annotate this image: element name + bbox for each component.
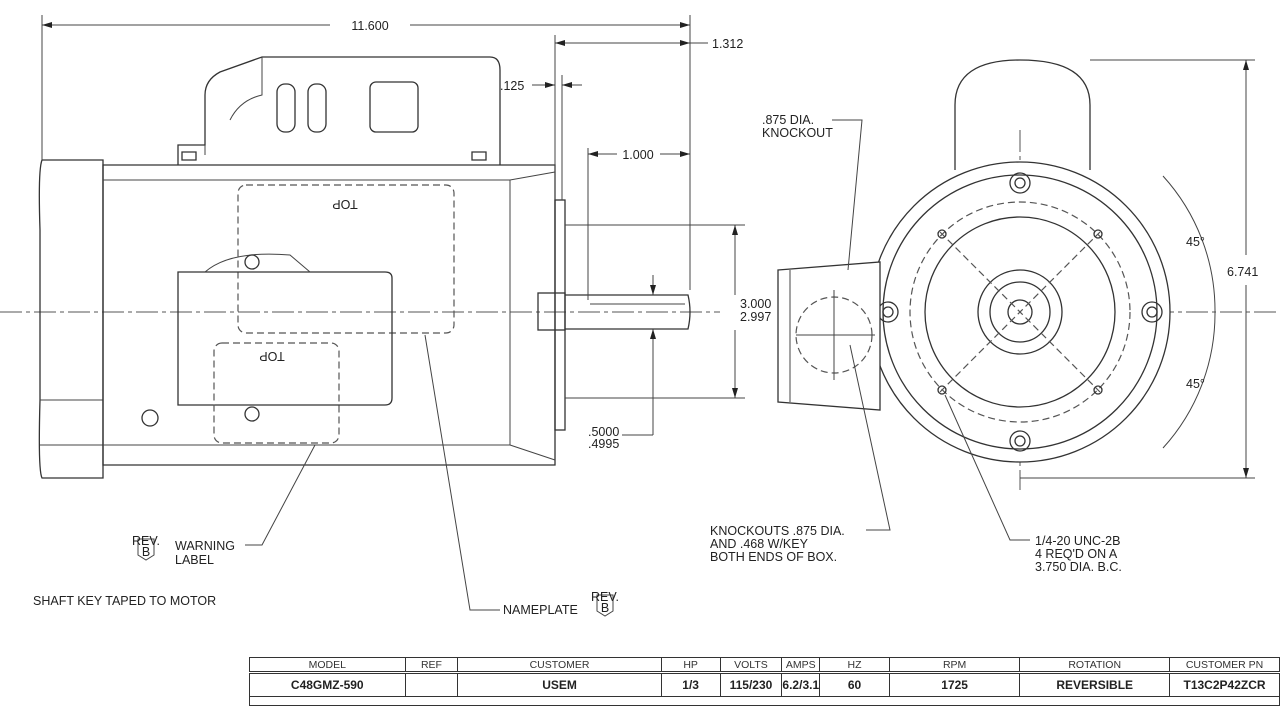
dim-pilot-max: 3.000 bbox=[740, 297, 771, 311]
front-dimensions: 6.741 45° 45° .875 DIA. KNOCKOUT KNOCKOU… bbox=[710, 59, 1258, 574]
spec-table: MODEL REF CUSTOMER HP VOLTS AMPS HZ RPM … bbox=[249, 657, 1280, 706]
header-volts: VOLTS bbox=[719, 657, 783, 674]
header-model: MODEL bbox=[249, 657, 406, 674]
spec-partial-row bbox=[249, 696, 1280, 706]
header-rotation: ROTATION bbox=[1019, 657, 1171, 674]
dim-angle-top: 45° bbox=[1186, 235, 1205, 249]
dim-key-length: 1.000 bbox=[622, 148, 653, 162]
value-rpm: 1725 bbox=[888, 672, 1021, 697]
front-view bbox=[777, 59, 1280, 490]
rev-badge-icon bbox=[137, 538, 155, 561]
dim-shoulder: .125 bbox=[500, 79, 524, 93]
knockouts-note-1: KNOCKOUTS .875 DIA. bbox=[710, 524, 845, 538]
dim-angle-bottom: 45° bbox=[1186, 377, 1205, 391]
shaft-key-note: SHAFT KEY TAPED TO MOTOR bbox=[33, 594, 216, 608]
warning-label-2: LABEL bbox=[175, 553, 214, 567]
side-view: TOP TOP bbox=[0, 56, 720, 479]
value-hz: 60 bbox=[819, 672, 890, 697]
knockouts-note-2: AND .468 W/KEY bbox=[710, 537, 809, 551]
value-volts: 115/230 bbox=[719, 672, 783, 697]
rev-tag: REV. bbox=[132, 534, 160, 548]
dim-pilot-min: 2.997 bbox=[740, 310, 771, 324]
rev-letter: B bbox=[601, 601, 609, 615]
value-model: C48GMZ-590 bbox=[249, 672, 406, 697]
header-customer-pn: CUSTOMER PN bbox=[1169, 657, 1280, 674]
header-amps: AMPS bbox=[781, 657, 821, 674]
bolt-note-1: 1/4-20 UNC-2B bbox=[1035, 534, 1120, 548]
rev-badge-icon bbox=[596, 594, 614, 617]
warning-label-1: WARNING bbox=[175, 539, 235, 553]
pilot-dimension-labels: 3.000 2.997 bbox=[740, 297, 771, 324]
knockout-label-2: KNOCKOUT bbox=[762, 126, 833, 140]
nameplate-label: NAMEPLATE bbox=[503, 603, 578, 617]
dim-height: 6.741 bbox=[1227, 265, 1258, 279]
rev-letter: B bbox=[142, 545, 150, 559]
side-dimensions: 11.600 1.312 .125 1.000 .5000 .4995 bbox=[41, 15, 745, 451]
top-label-small: TOP bbox=[259, 349, 284, 363]
knockout-label-1: .875 DIA. bbox=[762, 113, 814, 127]
dim-shaft-extension: 1.312 bbox=[712, 37, 743, 51]
top-label: TOP bbox=[332, 197, 357, 211]
header-customer: CUSTOMER bbox=[457, 657, 662, 674]
dim-shaft-min: .4995 bbox=[588, 437, 619, 451]
header-ref: REF bbox=[404, 657, 459, 674]
bolt-note-3: 3.750 DIA. B.C. bbox=[1035, 560, 1122, 574]
value-customer-pn: T13C2P42ZCR bbox=[1169, 672, 1280, 697]
header-rpm: RPM bbox=[888, 657, 1021, 674]
rev-tag: REV. bbox=[591, 590, 619, 604]
value-rotation: REVERSIBLE bbox=[1019, 672, 1171, 697]
value-ref bbox=[404, 672, 459, 697]
knockouts-note-3: BOTH ENDS OF BOX. bbox=[710, 550, 837, 564]
dim-overall-length: 11.600 bbox=[351, 19, 388, 33]
dim-shaft-max: .5000 bbox=[588, 425, 619, 439]
partial-row-cell bbox=[249, 696, 1280, 706]
spec-value-row: C48GMZ-590 USEM 1/3 115/230 6.2/3.1 60 1… bbox=[249, 672, 1280, 697]
header-hp: HP bbox=[660, 657, 721, 674]
value-hp: 1/3 bbox=[660, 672, 721, 697]
notes: REV. B WARNING LABEL SHAFT KEY TAPED TO … bbox=[33, 334, 619, 617]
value-amps: 6.2/3.1 bbox=[781, 672, 821, 697]
bolt-note-2: 4 REQ'D ON A bbox=[1035, 547, 1118, 561]
header-hz: HZ bbox=[819, 657, 890, 674]
spec-header-row: MODEL REF CUSTOMER HP VOLTS AMPS HZ RPM … bbox=[249, 657, 1280, 674]
value-customer: USEM bbox=[457, 672, 662, 697]
